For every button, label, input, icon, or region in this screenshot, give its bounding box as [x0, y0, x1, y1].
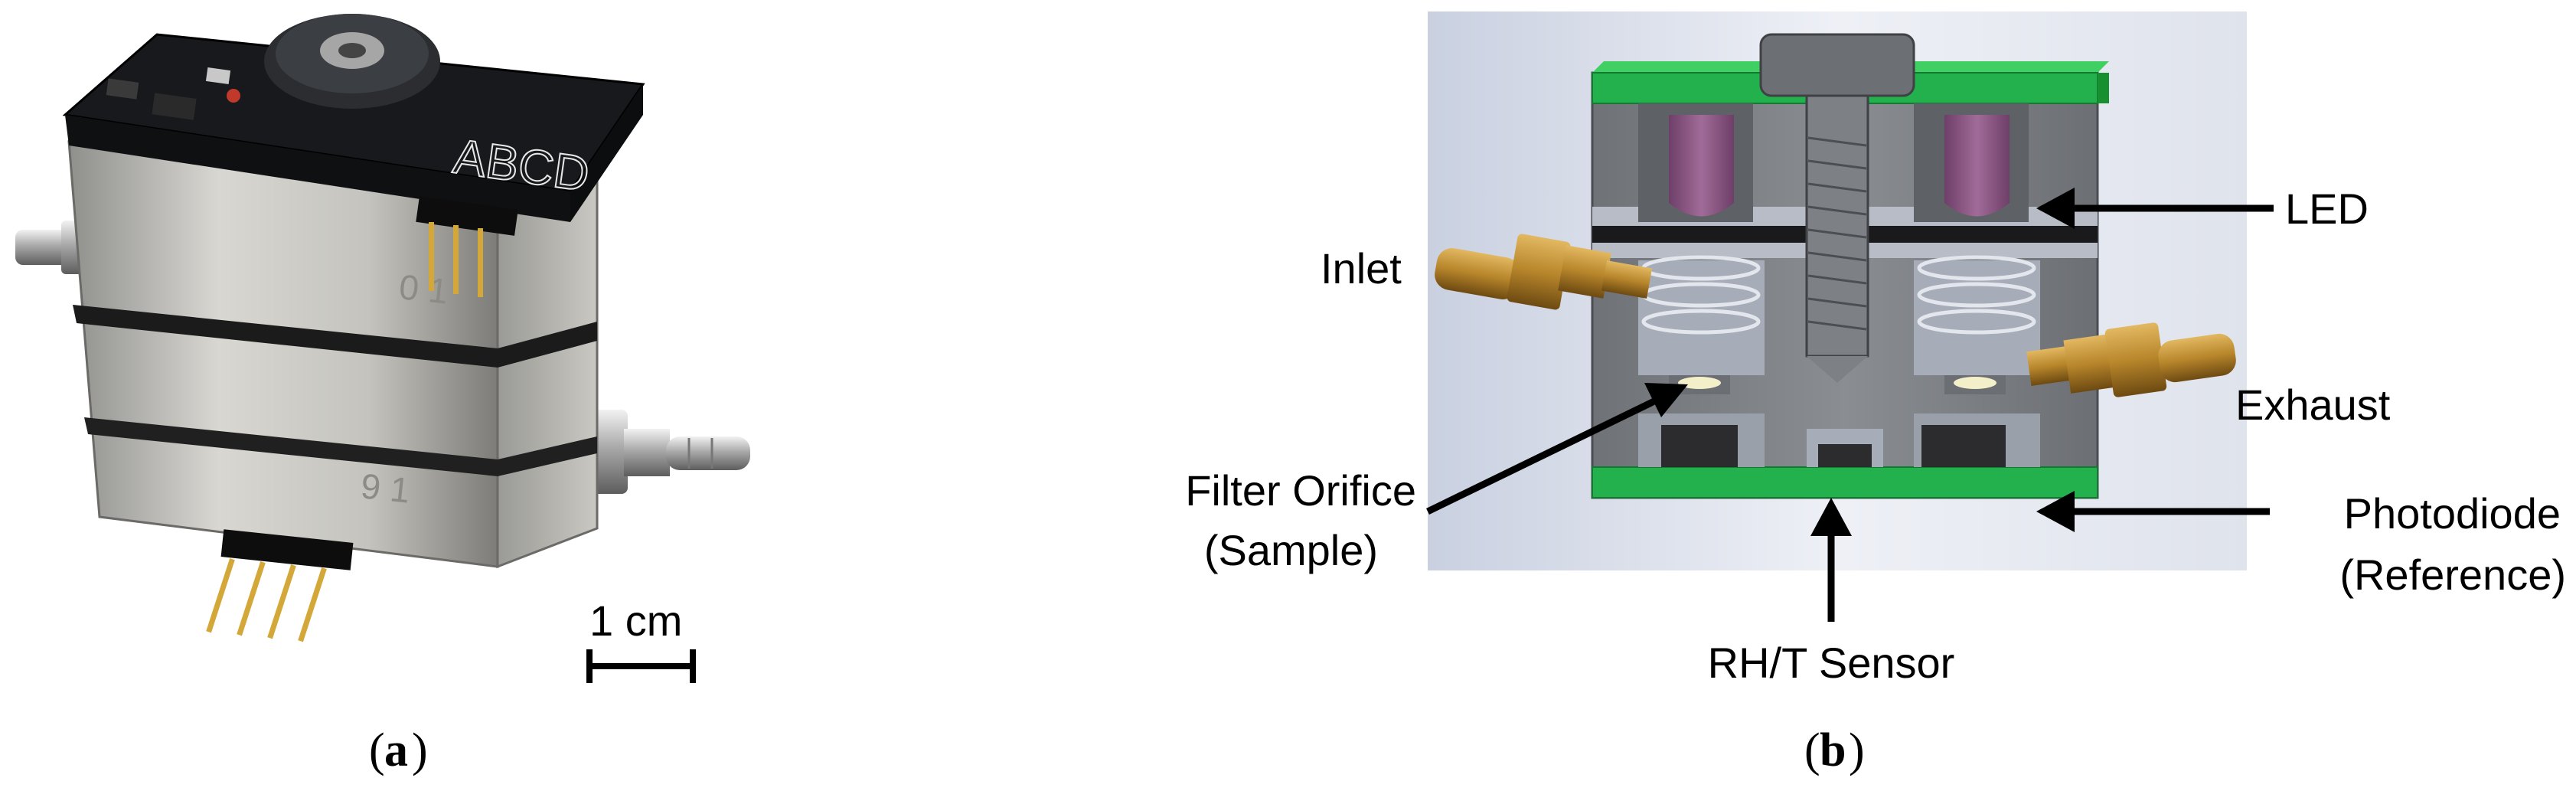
- led-components: [1669, 115, 2010, 217]
- inlet-fitting: [1435, 234, 1653, 310]
- label-rh-t-sensor-text: RH/T Sensor: [1708, 639, 1955, 687]
- center-screw: [1759, 33, 1915, 383]
- arrow-filter-orifice: [1426, 396, 1659, 515]
- panel-a-device-photo: 0 1 9 1 ABCD VCC: [15, 14, 750, 776]
- label-inlet: Inlet: [1321, 244, 1402, 293]
- label-filter-orifice-line2: (Sample): [1204, 526, 1378, 574]
- label-photodiode-line2: (Reference): [2339, 551, 2566, 599]
- engraving-top: 0 1: [397, 266, 450, 311]
- label-filter-orifice: Filter Orifice (Sample): [1185, 383, 1688, 574]
- svg-text:(: (: [369, 724, 385, 776]
- bottom-pcb-green: [1592, 466, 2098, 498]
- label-photodiode: Photodiode (Reference): [2036, 489, 2566, 599]
- panel-b-cross-section: Inlet LED Exhaust Filter Orifice (Sample…: [1185, 11, 2566, 776]
- label-exhaust-text: Exhaust: [2235, 381, 2391, 429]
- label-filter-orifice-line1: Filter Orifice: [1185, 466, 1416, 515]
- svg-text:): ): [412, 724, 428, 776]
- scale-bar-label: 1 cm: [589, 597, 682, 645]
- svg-text:): ): [1849, 724, 1865, 776]
- label-exhaust: Exhaust: [2235, 381, 2391, 429]
- top-header-pins: [416, 196, 518, 297]
- caption-b: ( b ): [1804, 724, 1865, 776]
- label-led: LED: [2036, 185, 2369, 233]
- exhaust-fitting: [2026, 322, 2236, 397]
- label-inlet-text: Inlet: [1321, 244, 1402, 293]
- scale-bar: 1 cm: [586, 597, 696, 683]
- caption-a: ( a ): [369, 724, 428, 776]
- left-hose-barb: [15, 221, 84, 274]
- top-pcb: ABCD VCC: [62, 14, 645, 224]
- label-photodiode-line1: Photodiode: [2344, 489, 2561, 538]
- svg-text:(: (: [1804, 724, 1820, 776]
- bottom-header-pins: [206, 529, 354, 642]
- label-rh-t-sensor: RH/T Sensor: [1708, 498, 1955, 687]
- adjustment-knob: [264, 14, 440, 109]
- label-led-text: LED: [2285, 185, 2369, 233]
- engraving-bottom: 9 1: [359, 466, 412, 510]
- caption-b-letter: b: [1820, 724, 1846, 776]
- caption-a-letter: a: [384, 724, 408, 776]
- device-body: 0 1 9 1: [67, 140, 599, 569]
